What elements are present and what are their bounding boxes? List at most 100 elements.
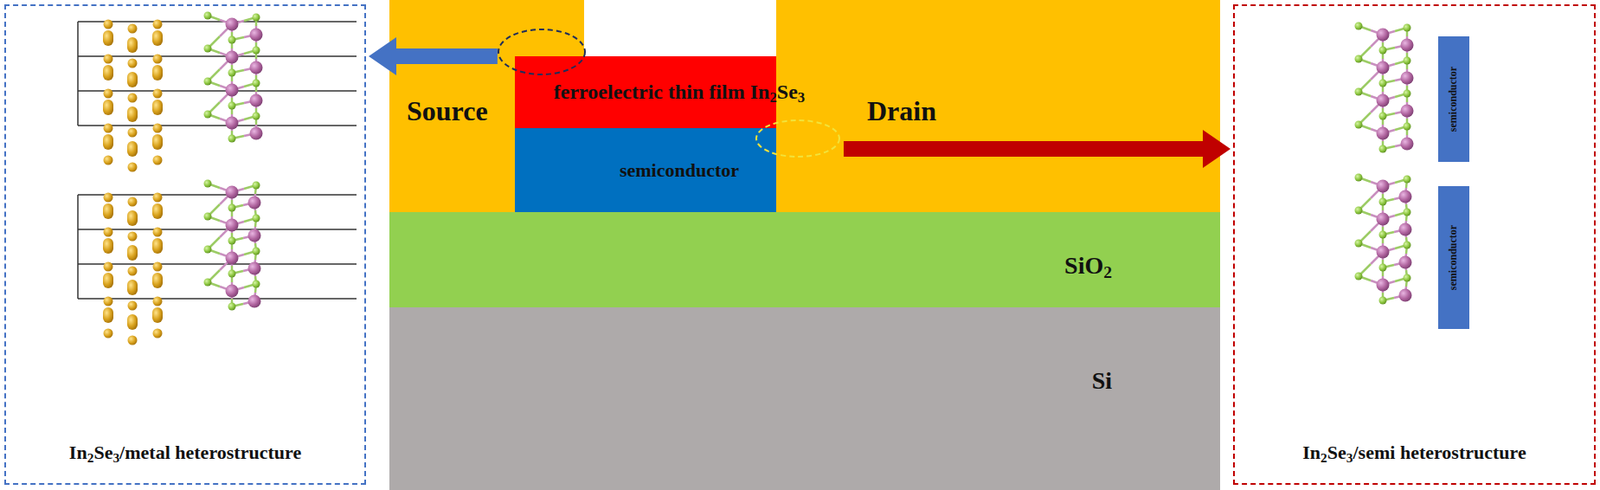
selenium-atom — [1355, 22, 1363, 31]
bond — [231, 205, 244, 208]
metal-atom — [102, 307, 114, 323]
bond — [1381, 108, 1385, 116]
metal-atom — [128, 93, 138, 103]
bond — [1382, 182, 1395, 187]
indium-atom — [1400, 137, 1414, 151]
bond — [1382, 248, 1395, 252]
bond — [1381, 201, 1385, 211]
bond — [207, 48, 220, 53]
bond — [231, 53, 245, 58]
bond — [254, 292, 256, 302]
selenium-atom — [1355, 55, 1363, 64]
bond — [1406, 126, 1409, 135]
bond — [1405, 229, 1407, 238]
selenium-atom — [204, 212, 213, 221]
bond — [231, 102, 245, 106]
bond — [219, 224, 232, 238]
bond — [255, 83, 258, 92]
bond — [219, 220, 232, 225]
bond — [231, 24, 234, 33]
bond — [1394, 229, 1406, 232]
atomic-structure — [77, 12, 1414, 346]
bond — [255, 210, 257, 219]
bond — [1358, 58, 1371, 64]
bond — [1358, 112, 1371, 125]
bond — [207, 183, 220, 188]
bond — [244, 34, 257, 38]
bond — [77, 297, 357, 300]
bond — [1382, 113, 1395, 116]
indium-atom — [225, 83, 239, 97]
metal-atom — [153, 328, 163, 339]
oxide-layer: SiO2 — [389, 212, 1221, 308]
bond — [1382, 47, 1395, 51]
selenium-atom — [1403, 122, 1412, 131]
bond — [1394, 27, 1408, 32]
metal-atom — [153, 227, 163, 238]
bond — [231, 224, 234, 233]
metal-atom — [152, 203, 163, 219]
bond — [231, 249, 234, 258]
bond — [1381, 259, 1385, 268]
bond — [231, 254, 245, 258]
bond — [1406, 93, 1409, 103]
bond — [1358, 79, 1371, 92]
bond — [1381, 58, 1385, 68]
selenium-atom — [1355, 88, 1363, 97]
bond — [1406, 85, 1409, 94]
metal-atom — [102, 237, 114, 254]
metal-atom — [102, 99, 114, 116]
bond — [231, 105, 234, 115]
metal-atom — [127, 141, 138, 157]
indium-atom — [225, 51, 239, 65]
bond — [1370, 100, 1383, 113]
bond — [1381, 292, 1385, 301]
selenium-atom — [1403, 274, 1412, 283]
metal-atom — [103, 227, 114, 238]
metal-atom — [127, 71, 138, 88]
selenium-atom — [1403, 241, 1412, 250]
metal-atom — [102, 272, 114, 289]
bond — [231, 298, 234, 307]
bond — [1405, 196, 1407, 205]
bond — [1381, 141, 1385, 149]
bond — [1370, 218, 1383, 232]
indium-atom — [1376, 94, 1390, 108]
bond — [1358, 243, 1371, 248]
bond — [1381, 210, 1385, 219]
bond — [1381, 186, 1385, 194]
indium-atom — [1400, 38, 1414, 52]
bond — [219, 85, 232, 90]
metal-atom — [103, 262, 114, 272]
bond — [254, 259, 256, 269]
selenium-atom — [252, 79, 261, 88]
semiconductor-block: semiconductor — [1438, 186, 1470, 329]
bond — [255, 67, 258, 76]
bond — [1394, 262, 1406, 265]
bond — [1358, 198, 1371, 211]
node-label: In2Se3/semi heterostructure — [1302, 441, 1527, 464]
metal-atom — [128, 197, 138, 207]
node-label: Drain — [867, 95, 937, 128]
selenium-atom — [1379, 263, 1388, 272]
bond — [231, 64, 234, 73]
metal-atom — [102, 30, 114, 46]
bond — [1381, 193, 1385, 202]
bond — [1358, 46, 1371, 59]
metal-atom — [127, 279, 138, 296]
metal-atom — [103, 192, 114, 203]
selenium-atom — [1379, 112, 1388, 121]
bond — [207, 216, 220, 221]
bond — [231, 32, 234, 40]
metal-atom — [152, 99, 163, 116]
bond — [77, 21, 79, 126]
metal-atom — [152, 307, 163, 323]
bond — [231, 303, 244, 307]
indium-atom — [1399, 289, 1413, 303]
metal-atom — [127, 210, 138, 226]
bond — [219, 24, 232, 37]
bond — [254, 193, 256, 203]
bond — [219, 192, 232, 205]
bond — [1381, 124, 1385, 134]
bond — [1381, 42, 1385, 51]
